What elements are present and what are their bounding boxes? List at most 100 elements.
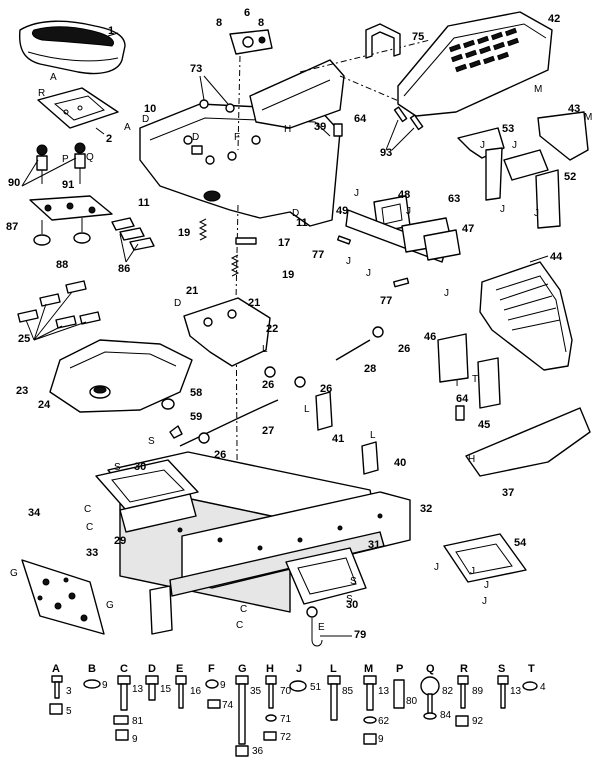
- hw-key-C: C: [120, 663, 128, 675]
- hw-key-E: E: [176, 663, 183, 675]
- ref-M: M: [534, 84, 542, 95]
- hw-num: 35: [250, 686, 262, 697]
- hw-key-B: B: [88, 663, 96, 675]
- callout-48: 48: [398, 189, 410, 201]
- hw-num: 81: [132, 716, 144, 727]
- grille-bracket-right: [477, 357, 501, 409]
- hw-num: 13: [378, 686, 390, 697]
- ignition-bracket: [229, 29, 273, 55]
- hw-num: 9: [102, 680, 108, 691]
- callout-47: 47: [462, 223, 474, 235]
- ref-J: J: [480, 140, 485, 151]
- hw-key-G: G: [238, 663, 247, 675]
- ref-C: C: [86, 522, 93, 533]
- hw-key-D: D: [148, 663, 156, 675]
- ref-T: T: [454, 378, 460, 389]
- hw-key-H: H: [266, 663, 274, 675]
- footrest-right: [285, 547, 367, 605]
- callout-26b: 26: [262, 379, 274, 391]
- callout-37: 37: [502, 487, 514, 499]
- ref-L: L: [262, 344, 268, 355]
- callout-40: 40: [394, 457, 406, 469]
- hw-num: 15: [160, 684, 172, 695]
- decals: [17, 280, 101, 329]
- ref-A: A: [124, 122, 131, 133]
- front-skirt: [465, 407, 591, 477]
- hw-num: 84: [440, 710, 452, 721]
- callout-58: 58: [190, 387, 202, 399]
- callout-27: 27: [262, 425, 274, 437]
- headlight-brackets: [345, 195, 461, 263]
- hw-num: 5: [66, 706, 72, 717]
- seat-springs: [36, 142, 86, 184]
- callout-11b: 11: [296, 217, 308, 229]
- ref-J: J: [354, 188, 359, 199]
- rear-plate: [21, 559, 105, 635]
- hw-num: 72: [280, 732, 292, 743]
- callout-77a: 77: [312, 249, 324, 261]
- callout-64b: 64: [456, 393, 469, 405]
- seat-bracket: [29, 195, 113, 221]
- callout-26a: 26: [398, 343, 410, 355]
- callout-labels: 1 2 6 8 8 10 11 11 17 19 19 21 21 22 23 …: [6, 7, 580, 641]
- hw-num: 80: [406, 696, 418, 707]
- callout-49: 49: [336, 205, 348, 217]
- callout-30a: 30: [134, 461, 146, 473]
- callout-22: 22: [266, 323, 278, 335]
- dash-shroud: [249, 59, 345, 129]
- hw-key-S: S: [498, 663, 505, 675]
- seat: [18, 20, 126, 75]
- ref-R: R: [38, 88, 45, 99]
- ref-S: S: [350, 576, 357, 587]
- callout-41: 41: [332, 433, 344, 445]
- callout-26d: 26: [214, 449, 226, 461]
- callout-21a: 21: [186, 285, 198, 297]
- callout-79: 79: [354, 629, 366, 641]
- hw-num: 9: [132, 734, 138, 745]
- callout-11a: 11: [138, 197, 150, 209]
- hw-num: 85: [342, 686, 354, 697]
- callout-29: 29: [114, 535, 126, 547]
- ref-J: J: [444, 288, 449, 299]
- hw-num: 9: [220, 680, 226, 691]
- hw-key-A: A: [52, 663, 60, 675]
- ref-J: J: [346, 256, 351, 267]
- callout-93: 93: [380, 147, 392, 159]
- ref-J: J: [470, 566, 475, 577]
- callout-1: 1: [108, 25, 114, 37]
- hood-hinge: [457, 127, 561, 229]
- ref-E: E: [318, 622, 325, 633]
- ref-H: H: [284, 124, 291, 135]
- callout-77b: 77: [380, 295, 392, 307]
- callout-86: 86: [118, 263, 130, 275]
- ref-D: D: [174, 298, 181, 309]
- hw-num: 13: [510, 686, 522, 697]
- ref-C: C: [236, 620, 243, 631]
- callout-87: 87: [6, 221, 18, 233]
- hood-bracket: [537, 111, 589, 161]
- hw-num: 16: [190, 686, 202, 697]
- ref-P: P: [62, 154, 69, 165]
- steering-support: [183, 297, 271, 367]
- callout-90: 90: [8, 177, 20, 189]
- callout-73: 73: [190, 63, 202, 75]
- bracket-40: [361, 441, 379, 475]
- callout-53: 53: [502, 123, 514, 135]
- callout-33: 33: [86, 547, 98, 559]
- fuel-tank: [49, 339, 193, 413]
- hw-num: 51: [310, 682, 322, 693]
- callout-44: 44: [550, 251, 563, 263]
- leader-lines: [21, 75, 549, 637]
- hardware-numbers: 3 5 9 13 81 9 15 16 9 74 35 36 70 71 72 …: [66, 680, 546, 757]
- ref-L: L: [304, 404, 310, 415]
- callout-23: 23: [16, 385, 28, 397]
- grille-bracket-left: [437, 333, 469, 383]
- ref-H: H: [468, 454, 475, 465]
- ref-G: G: [10, 568, 18, 579]
- hw-num: 89: [472, 686, 484, 697]
- hw-num: 92: [472, 716, 484, 727]
- callout-25: 25: [18, 333, 30, 345]
- hw-key-P: P: [396, 663, 403, 675]
- callout-75: 75: [412, 31, 424, 43]
